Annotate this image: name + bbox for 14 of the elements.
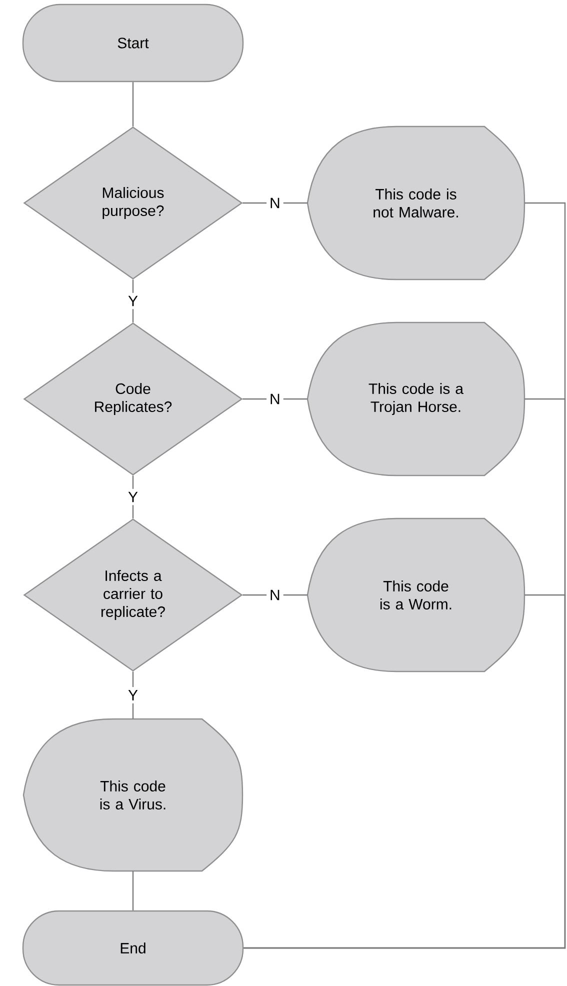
connector-line [244, 594, 566, 949]
edge-label: N [266, 194, 284, 212]
connector-line [132, 82, 134, 126]
connector-line [132, 476, 134, 518]
connector-line [132, 871, 134, 910]
edge-label: Y [125, 687, 141, 704]
edge-label: N [266, 586, 284, 604]
edge-label: Y [125, 292, 141, 310]
connector-line [132, 280, 134, 322]
connector-line [242, 202, 308, 204]
edge-label: Y [125, 488, 141, 506]
connector-line [242, 398, 308, 400]
connector-line [242, 594, 308, 596]
edge-label: N [266, 390, 284, 408]
